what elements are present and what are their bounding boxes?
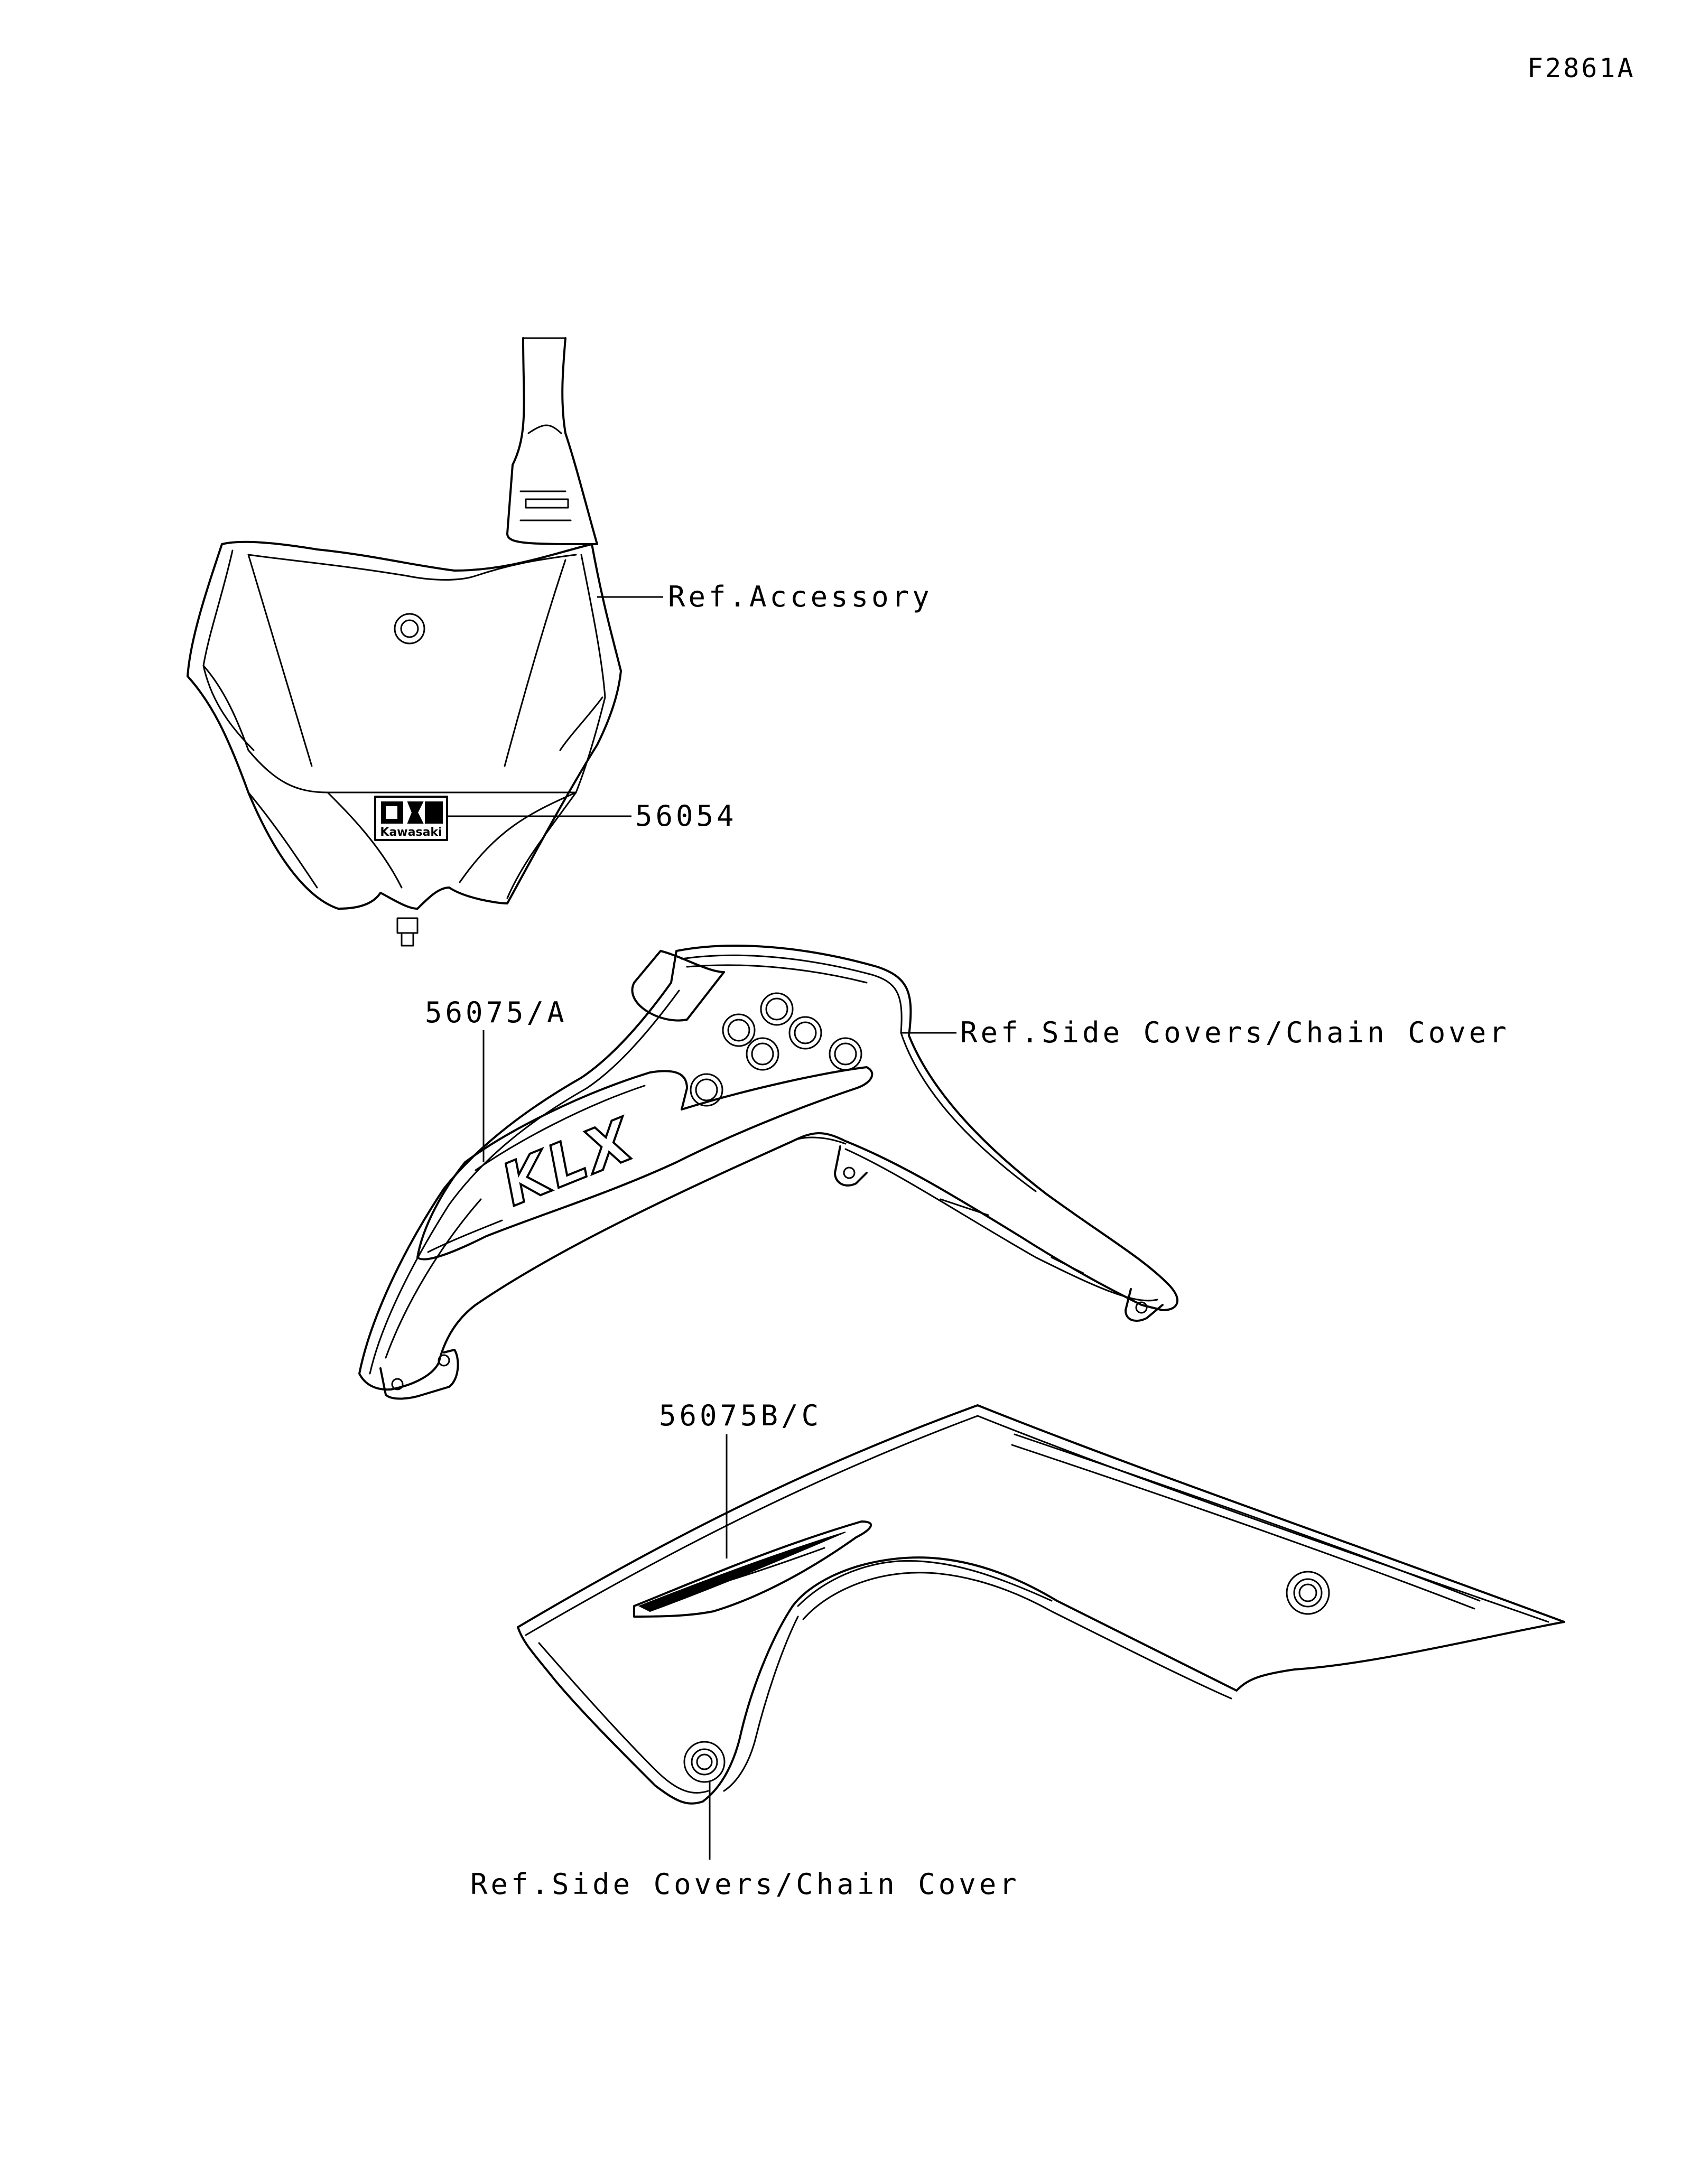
grommet-icon xyxy=(394,613,425,645)
kawasaki-logo-text: Kawasaki xyxy=(380,826,442,839)
vent-holes xyxy=(690,992,862,1107)
label-56075a: 56075/A xyxy=(425,996,568,1029)
label-56054: 56054 xyxy=(635,799,737,833)
klx-decal: KLX xyxy=(416,1066,874,1261)
label-side-cover-ref: Ref.Side Covers/Chain Cover xyxy=(470,1868,1020,1901)
side-cover-decal xyxy=(633,1520,872,1618)
label-ref-accessory: Ref.Accessory xyxy=(668,580,933,613)
side-cover xyxy=(517,1404,1565,1805)
radiator-shroud: KLX xyxy=(358,945,1179,1400)
grommet-icon xyxy=(1286,1571,1330,1615)
number-plate: Kawasaki xyxy=(187,337,622,947)
label-shroud-ref: Ref.Side Covers/Chain Cover xyxy=(960,1016,1510,1049)
grommet-icon xyxy=(683,1741,726,1783)
kawasaki-logo-decal: Kawasaki xyxy=(374,796,448,841)
klx-decal-text: KLX xyxy=(493,1105,644,1219)
label-56075bc: 56075B/C xyxy=(659,1399,822,1432)
diagram-code: F2861A xyxy=(1527,53,1636,83)
